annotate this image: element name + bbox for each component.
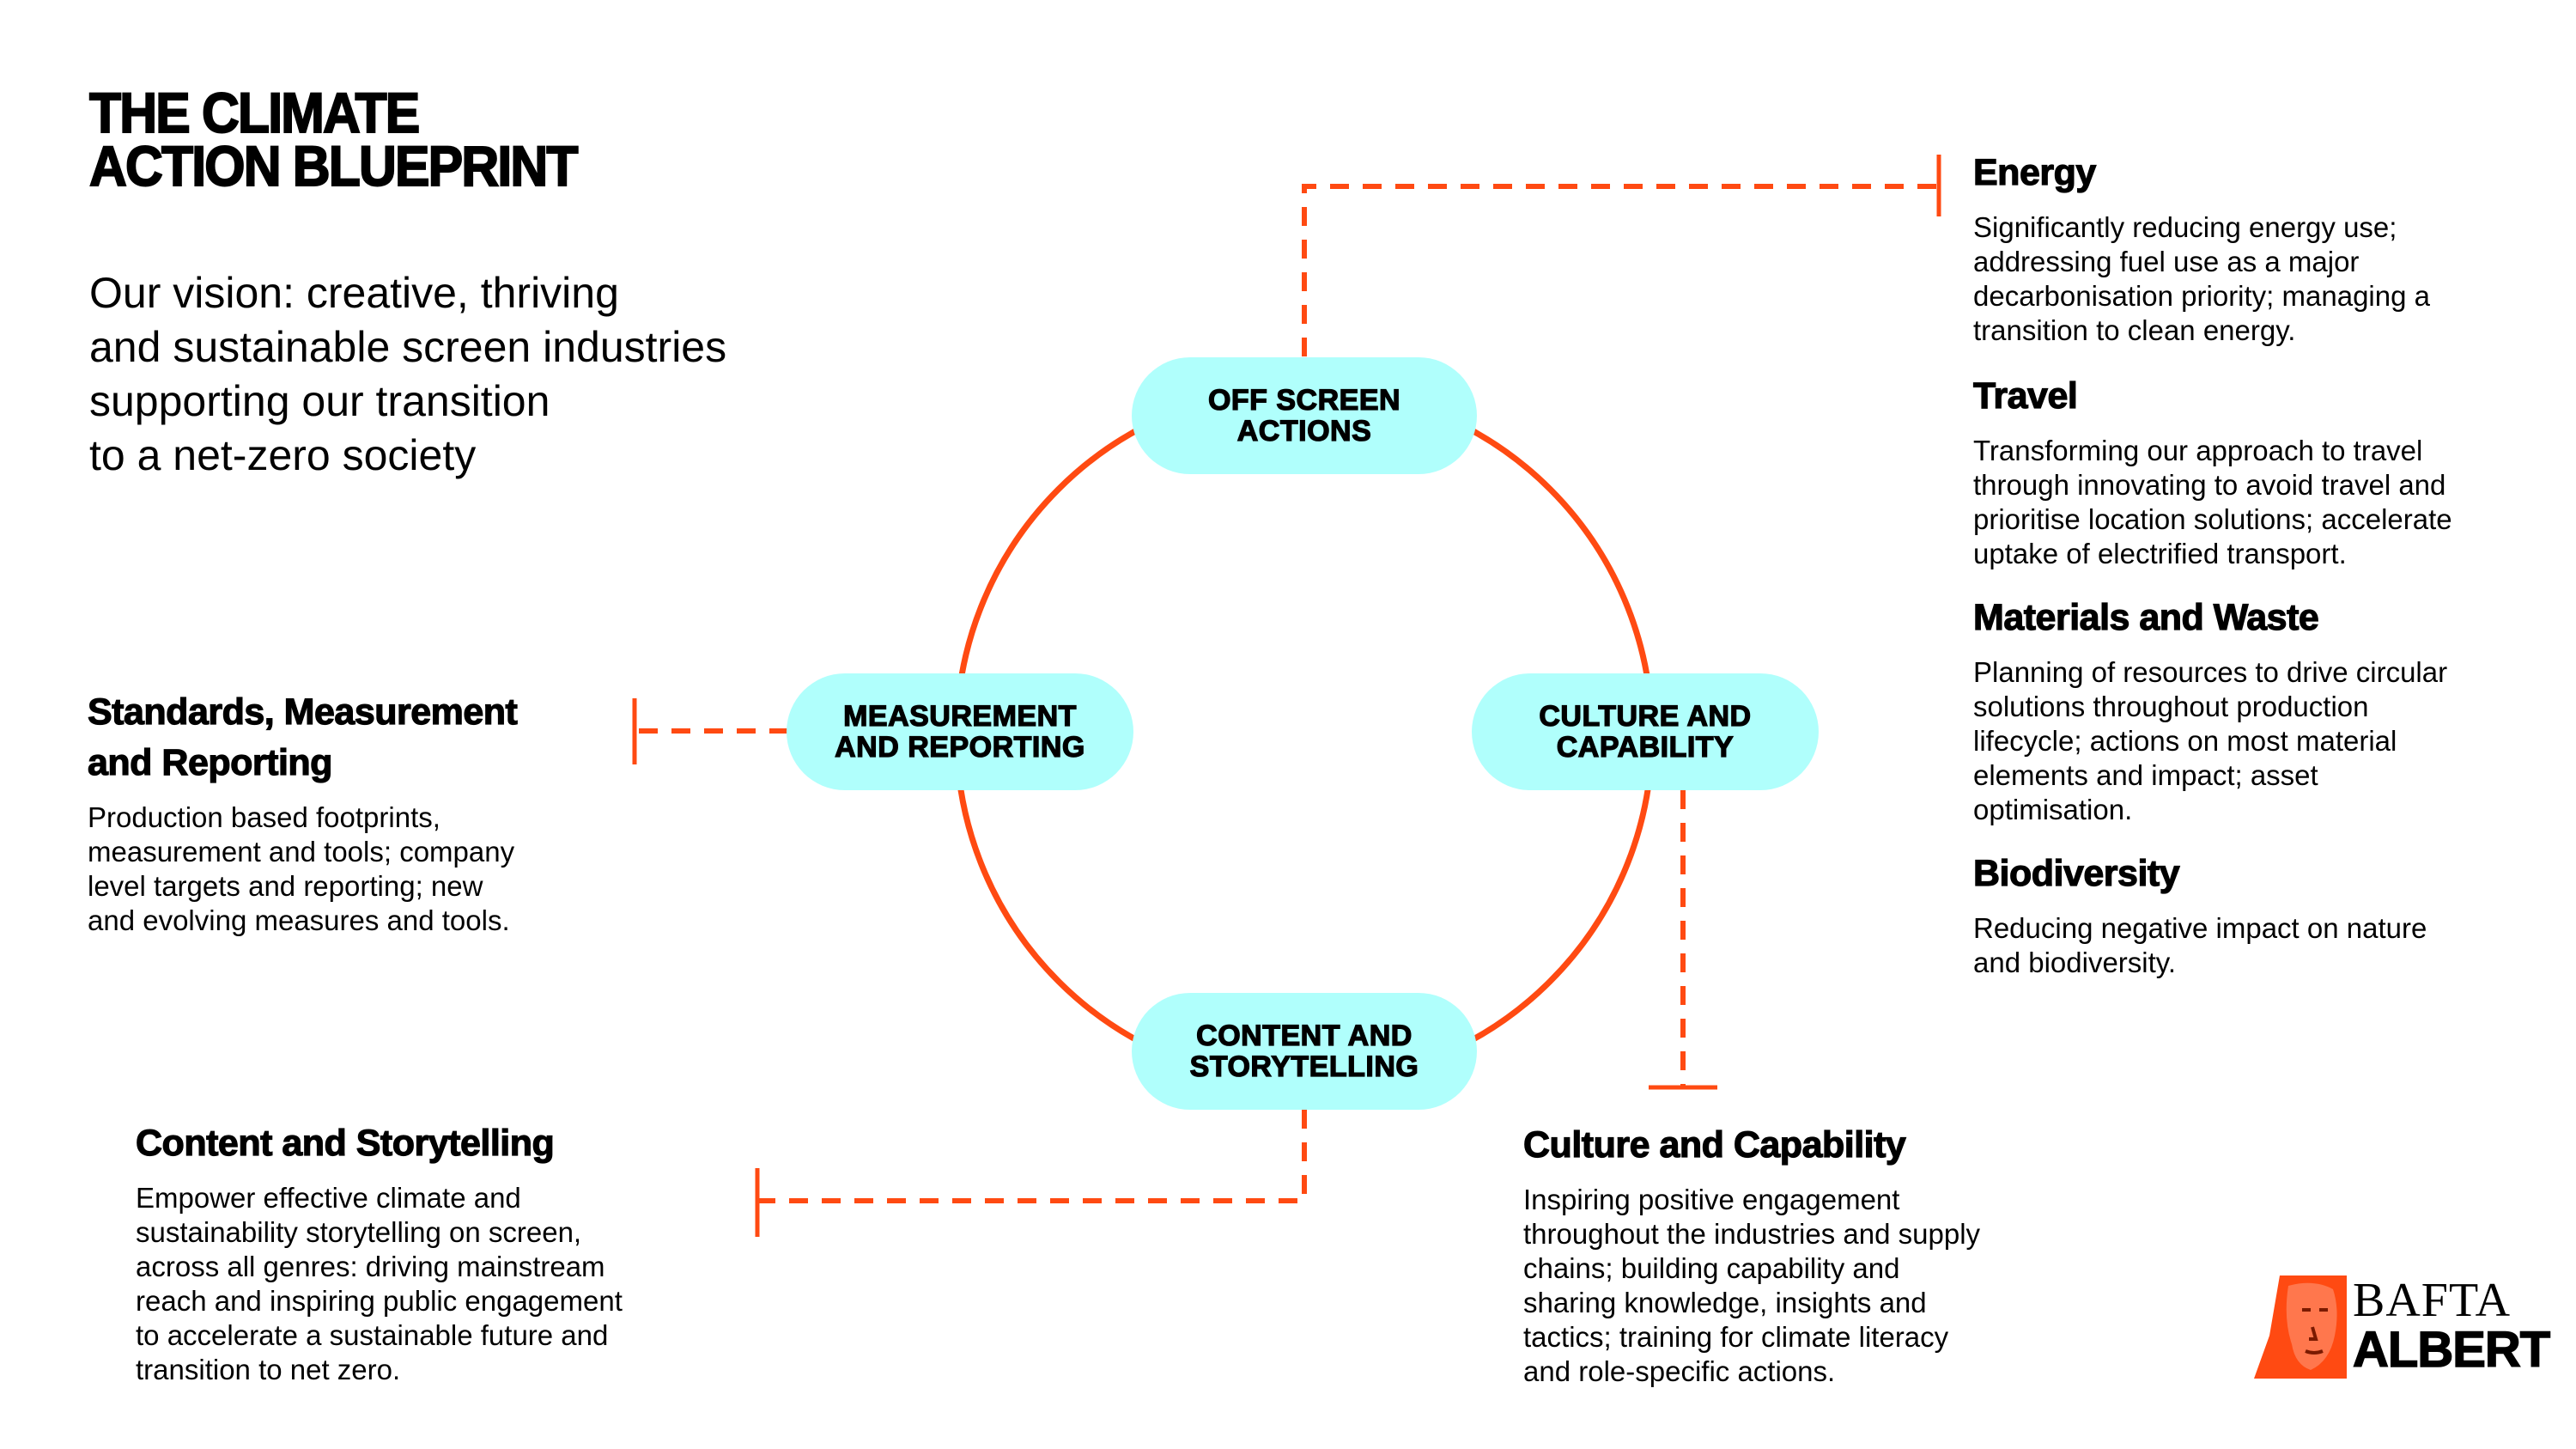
body-line: lifecycle; actions on most material xyxy=(1973,725,2397,757)
logo-albert: ALBERT xyxy=(2352,1322,2551,1378)
body-line: reach and inspiring public engagement xyxy=(136,1285,623,1317)
section-body: Significantly reducing energy use; addre… xyxy=(1973,210,2557,348)
section-body: Empower effective climate and sustainabi… xyxy=(136,1181,737,1387)
vision-statement: Our vision: creative, thriving and susta… xyxy=(89,266,914,483)
body-line: and biodiversity. xyxy=(1973,947,2177,978)
section-heading: Energy xyxy=(1972,151,2096,193)
body-line: decarbonisation priority; managing a xyxy=(1973,280,2430,312)
node-label-line: CAPABILITY xyxy=(1556,731,1735,764)
vision-line: to a net-zero society xyxy=(89,431,477,479)
body-line: tactics; training for climate literacy xyxy=(1523,1321,1949,1353)
vision-line: supporting our transition xyxy=(89,377,550,425)
body-line: to accelerate a sustainable future and xyxy=(136,1319,609,1351)
section-body: Inspiring positive engagement throughout… xyxy=(1523,1183,2124,1389)
body-line: transition to net zero. xyxy=(136,1354,401,1385)
body-line: sharing knowledge, insights and xyxy=(1523,1287,1927,1318)
body-line: Empower effective climate and xyxy=(136,1182,521,1214)
body-line: Significantly reducing energy use; xyxy=(1973,211,2397,243)
section-content-and-storytelling: Content and Storytelling Empower effecti… xyxy=(135,1118,737,1387)
body-line: solutions throughout production xyxy=(1973,691,2369,722)
body-line: sustainability storytelling on screen, xyxy=(136,1216,582,1248)
node-label-line: MEASUREMENT xyxy=(842,700,1077,733)
node-label-line: ACTIONS xyxy=(1236,415,1372,447)
section-heading: Materials and Waste xyxy=(1972,596,2319,638)
title-line-1: THE CLIMATE xyxy=(88,81,421,144)
body-line: throughout the industries and supply xyxy=(1523,1218,1981,1250)
section-body: Planning of resources to drive circular … xyxy=(1973,655,2557,827)
section-heading: Content and Storytelling xyxy=(135,1122,555,1164)
node-label-line: CONTENT AND xyxy=(1196,1020,1413,1052)
body-line: Transforming our approach to travel xyxy=(1973,435,2423,466)
title-line-2: ACTION BLUEPRINT xyxy=(88,134,579,198)
logo-bafta: BAFTA xyxy=(2353,1274,2512,1327)
vision-line: and sustainable screen industries xyxy=(89,323,727,371)
connector-off-screen-to-energy xyxy=(1302,184,1939,356)
node-label-line: AND REPORTING xyxy=(834,731,1085,764)
node-label-line: STORYTELLING xyxy=(1189,1050,1419,1083)
body-line: across all genres: driving mainstream xyxy=(136,1251,605,1282)
section-heading: Culture and Capability xyxy=(1522,1123,1906,1166)
node-label-line: CULTURE AND xyxy=(1539,700,1752,733)
body-line: Inspiring positive engagement xyxy=(1523,1184,1900,1215)
body-line: optimisation. xyxy=(1973,794,2133,825)
section-biodiversity: Biodiversity Reducing negative impact on… xyxy=(1972,849,2557,980)
body-line: measurement and tools; company xyxy=(88,836,515,868)
section-heading: Standards, Measurement and Reporting xyxy=(87,687,637,788)
section-culture-and-capability: Culture and Capability Inspiring positiv… xyxy=(1522,1120,2124,1389)
body-line: and evolving measures and tools. xyxy=(88,904,510,936)
vision-line: Our vision: creative, thriving xyxy=(89,269,619,317)
body-line: prioritise location solutions; accelerat… xyxy=(1973,503,2452,535)
node-label-line: OFF SCREEN xyxy=(1207,384,1401,417)
body-line: Planning of resources to drive circular xyxy=(1973,656,2448,688)
section-heading: Biodiversity xyxy=(1972,852,2180,894)
section-heading: Travel xyxy=(1972,374,2078,417)
connector-content-to-text xyxy=(757,1110,1307,1203)
body-line: uptake of electrified transport. xyxy=(1973,538,2347,569)
section-standards-measurement-reporting: Standards, Measurement and Reporting Pro… xyxy=(87,687,637,938)
logo-wordmark: BAFTA ALBERT xyxy=(2352,1274,2551,1378)
body-line: level targets and reporting; new xyxy=(88,870,483,902)
heading-line: and Reporting xyxy=(87,741,333,783)
bafta-mask-icon xyxy=(2254,1275,2347,1379)
body-line: chains; building capability and xyxy=(1523,1252,1900,1284)
section-body: Transforming our approach to travel thro… xyxy=(1973,434,2557,571)
page-title: THE CLIMATE ACTION BLUEPRINT xyxy=(88,81,579,198)
body-line: Production based footprints, xyxy=(88,801,440,833)
body-line: through innovating to avoid travel and xyxy=(1973,469,2446,501)
bafta-albert-logo: BAFTA ALBERT xyxy=(2254,1275,2551,1379)
body-line: elements and impact; asset xyxy=(1973,759,2318,791)
heading-line: Standards, Measurement xyxy=(87,691,518,733)
section-body: Reducing negative impact on nature and b… xyxy=(1973,911,2557,980)
section-materials-and-waste: Materials and Waste Planning of resource… xyxy=(1972,593,2557,827)
body-line: addressing fuel use as a major xyxy=(1973,246,2360,277)
section-energy: Energy Significantly reducing energy use… xyxy=(1972,148,2557,348)
body-line: Reducing negative impact on nature xyxy=(1973,912,2427,944)
body-line: transition to clean energy. xyxy=(1973,314,2296,346)
body-line: and role-specific actions. xyxy=(1523,1355,1836,1387)
section-body: Production based footprints, measurement… xyxy=(88,801,637,938)
section-travel: Travel Transforming our approach to trav… xyxy=(1972,371,2557,571)
